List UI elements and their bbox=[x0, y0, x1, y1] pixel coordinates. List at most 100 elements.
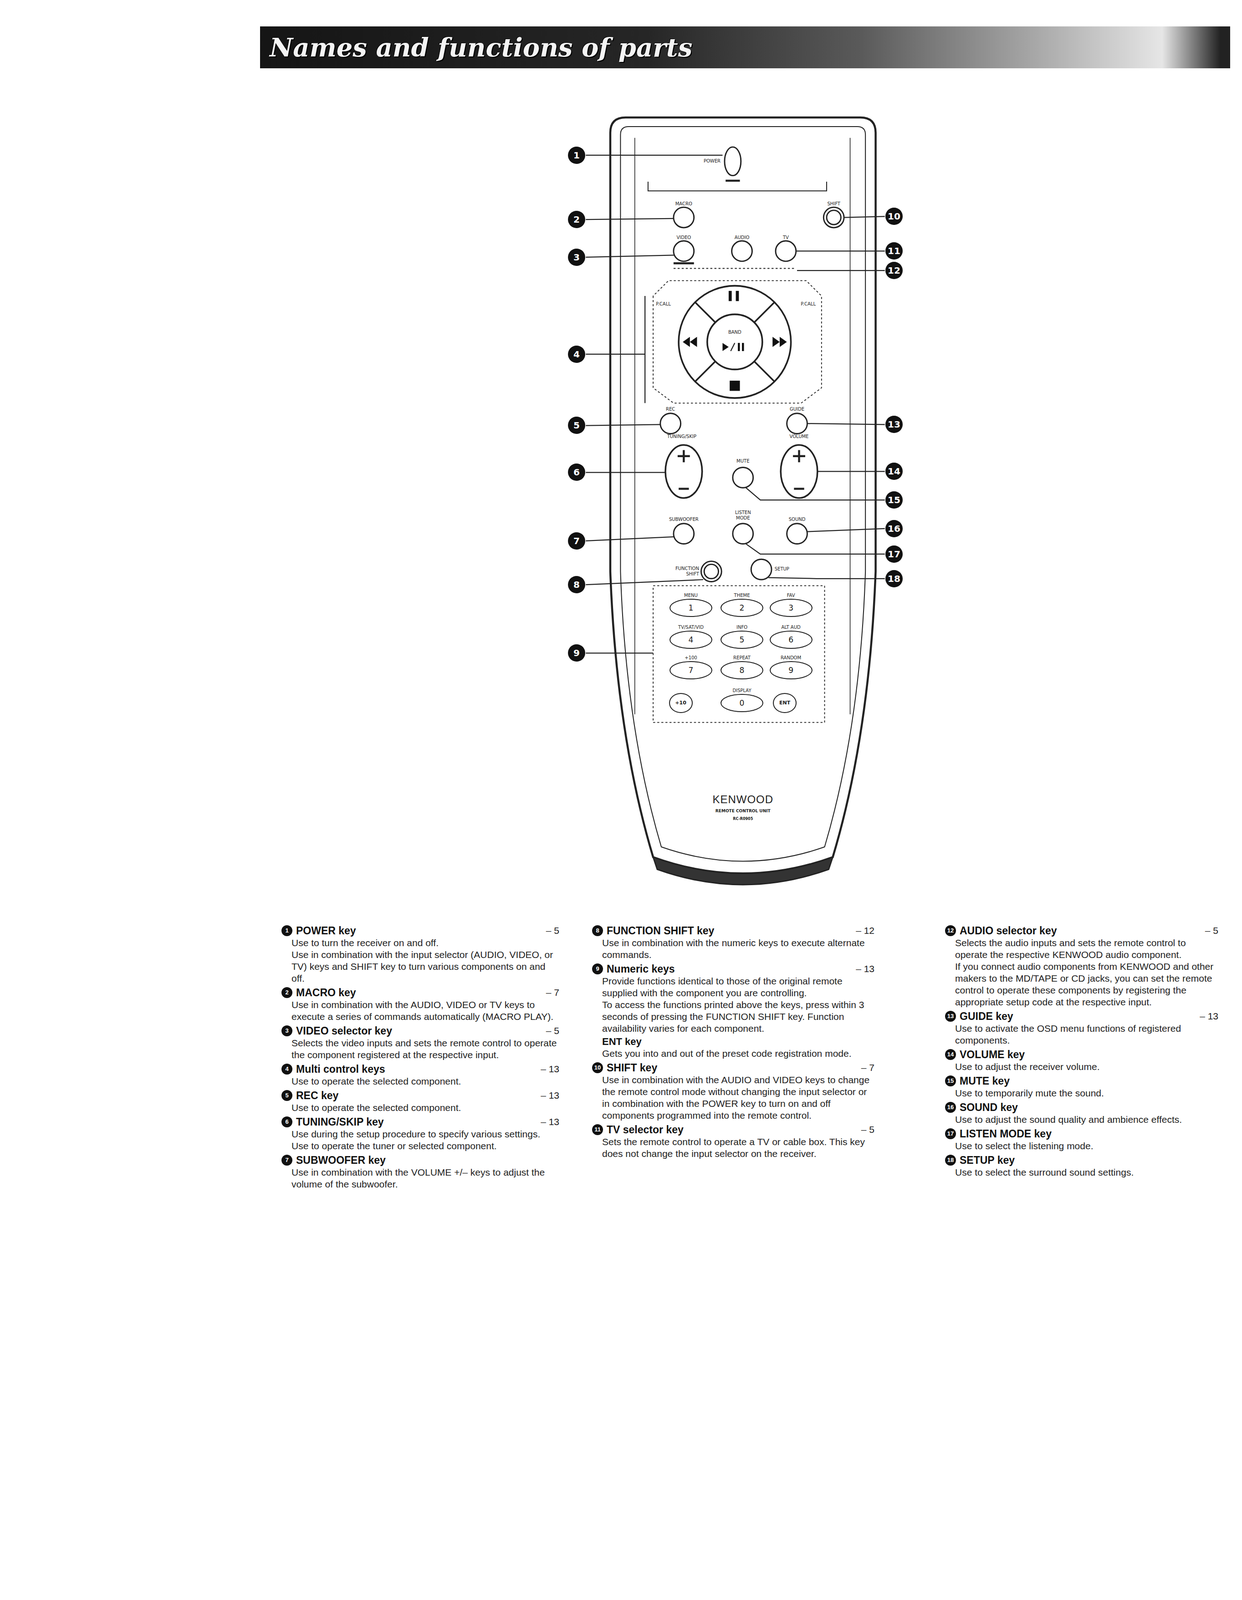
description-text: Selects the audio inputs and sets the re… bbox=[955, 937, 1219, 961]
listen-mode-button bbox=[732, 523, 754, 545]
entry-heading-row: 8FUNCTION SHIFT key– 12 bbox=[592, 924, 875, 938]
callout-number: 1 bbox=[281, 925, 293, 937]
part-entry: 5REC key– 13Use to operate the selected … bbox=[281, 1089, 560, 1115]
button-label: VIDEO bbox=[676, 235, 691, 241]
part-entry: 4Multi control keys– 13Use to operate th… bbox=[281, 1063, 560, 1088]
item-heading: VOLUME key bbox=[959, 1048, 1025, 1062]
tuning-button bbox=[665, 444, 703, 499]
entry-heading-row: 15MUTE key bbox=[945, 1074, 1219, 1088]
button-label: P.CALL bbox=[655, 301, 671, 307]
callout-number: 10 bbox=[885, 207, 903, 225]
key-label: 8 bbox=[720, 661, 764, 680]
page-reference: – 13 bbox=[1199, 1010, 1219, 1023]
dpad-symbols bbox=[682, 291, 788, 392]
callout-number: 10 bbox=[592, 1062, 604, 1074]
key-function-label: ALT AUD bbox=[766, 624, 817, 631]
item-heading: AUDIO selector key bbox=[959, 924, 1057, 938]
key-function-label: INFO bbox=[716, 624, 767, 631]
entry-heading-row: 14VOLUME key bbox=[945, 1048, 1219, 1062]
subwoofer-button bbox=[673, 523, 695, 545]
callout-number: 6 bbox=[567, 463, 586, 481]
page-reference: – 7 bbox=[861, 1061, 875, 1075]
part-entry: 11TV selector key– 5Sets the remote cont… bbox=[592, 1123, 875, 1161]
setup-button bbox=[751, 559, 772, 580]
video-button bbox=[673, 240, 695, 262]
entry-heading-row: 10SHIFT key– 7 bbox=[592, 1061, 875, 1075]
mute-button bbox=[732, 467, 754, 489]
callout-number: 13 bbox=[945, 1011, 956, 1023]
item-heading: Numeric keys bbox=[606, 962, 675, 976]
key-button: ALT AUD6 bbox=[766, 624, 817, 650]
key-label: 7 bbox=[669, 661, 713, 680]
description-text: Use to turn the receiver on and off. bbox=[291, 937, 560, 950]
dpad-center bbox=[707, 314, 763, 370]
key-function-label: REPEAT bbox=[716, 654, 767, 662]
callout-number: 15 bbox=[945, 1075, 956, 1087]
selector-dotted-line bbox=[673, 268, 797, 270]
key-label: 1 bbox=[669, 598, 713, 618]
description-text: Use to activate the OSD menu functions o… bbox=[955, 1022, 1219, 1047]
keypad-region bbox=[653, 585, 825, 723]
callout-number: 17 bbox=[885, 545, 903, 563]
part-entry: 10SHIFT key– 7Use in combination with th… bbox=[592, 1061, 875, 1122]
callout-number: 4 bbox=[281, 1063, 293, 1075]
item-heading: VIDEO selector key bbox=[296, 1024, 393, 1038]
remote-bottom-edge bbox=[653, 857, 833, 885]
entry-heading-row: 18SETUP key bbox=[945, 1154, 1219, 1167]
rec-button bbox=[660, 413, 681, 435]
key-function-label: FAV bbox=[766, 592, 817, 599]
part-entry: 15MUTE keyUse to temporarily mute the so… bbox=[945, 1074, 1219, 1100]
page-reference: – 12 bbox=[855, 924, 875, 938]
volume-signs bbox=[792, 449, 806, 489]
entry-heading-row: 12AUDIO selector key – 5 bbox=[945, 924, 1219, 938]
callout-number: 3 bbox=[567, 248, 586, 266]
text-column: 1POWER key– 5Use to turn the receiver on… bbox=[281, 924, 560, 1193]
key-label: 3 bbox=[769, 598, 813, 618]
key-button: TV/SAT/VID4 bbox=[665, 624, 716, 650]
callout-number: 5 bbox=[281, 1090, 293, 1102]
power-underline bbox=[725, 179, 740, 182]
callout-number: 16 bbox=[945, 1102, 956, 1114]
callout-number: 1 bbox=[567, 146, 586, 164]
video-underline bbox=[673, 262, 695, 265]
callout-number: 12 bbox=[945, 925, 956, 937]
page-reference: – 13 bbox=[540, 1115, 560, 1129]
part-entry: 14VOLUME keyUse to adjust the receiver v… bbox=[945, 1048, 1219, 1074]
entry-heading-row: 17LISTEN MODE key bbox=[945, 1127, 1219, 1141]
entry-heading-row: 4Multi control keys– 13 bbox=[281, 1063, 560, 1076]
power-button bbox=[724, 147, 742, 176]
entry-heading-row: 3VIDEO selector key– 5 bbox=[281, 1024, 560, 1038]
callout-number: 9 bbox=[567, 644, 586, 662]
button-label: VOLUME bbox=[789, 434, 809, 440]
entry-heading-row: 9Numeric keys – 13 bbox=[592, 962, 875, 976]
callout-number: 2 bbox=[567, 210, 586, 229]
page-title: Names and functions of parts bbox=[269, 29, 693, 66]
item-heading: SUBWOOFER key bbox=[296, 1154, 386, 1167]
part-entry: 16SOUND keyUse to adjust the sound quali… bbox=[945, 1101, 1219, 1126]
leader-lines bbox=[585, 155, 885, 654]
item-heading: SOUND key bbox=[959, 1101, 1018, 1115]
callout-number: 9 bbox=[592, 963, 604, 975]
part-entry: 7SUBWOOFER keyUse in combination with th… bbox=[281, 1154, 560, 1191]
button-label: SETUP bbox=[774, 566, 790, 573]
description-text: Use in combination with the numeric keys… bbox=[602, 937, 875, 961]
key-function-label: RANDOM bbox=[766, 654, 817, 662]
dpad-ring bbox=[678, 286, 791, 399]
page-reference: – 7 bbox=[546, 986, 560, 1000]
text-column: 12AUDIO selector key – 5Selects the audio… bbox=[945, 924, 1219, 1181]
callout-number: 15 bbox=[885, 491, 903, 509]
callout-number: 2 bbox=[281, 987, 293, 999]
dpad-dividers bbox=[695, 302, 775, 383]
entry-heading-row: 7SUBWOOFER key bbox=[281, 1154, 560, 1167]
part-entry: 17LISTEN MODE keyUse to select the liste… bbox=[945, 1127, 1219, 1153]
description-text: Selects the video inputs and sets the re… bbox=[291, 1037, 560, 1062]
page-reference: – 13 bbox=[855, 962, 875, 976]
callout-number: 5 bbox=[567, 416, 586, 435]
callout-number: 8 bbox=[592, 925, 604, 937]
page-reference: – 5 bbox=[1205, 924, 1219, 938]
description-text: Use in combination with the AUDIO and VI… bbox=[602, 1074, 875, 1122]
item-heading: Multi control keys bbox=[296, 1063, 386, 1076]
tv-button bbox=[775, 240, 797, 262]
button-label: BAND bbox=[728, 329, 742, 336]
